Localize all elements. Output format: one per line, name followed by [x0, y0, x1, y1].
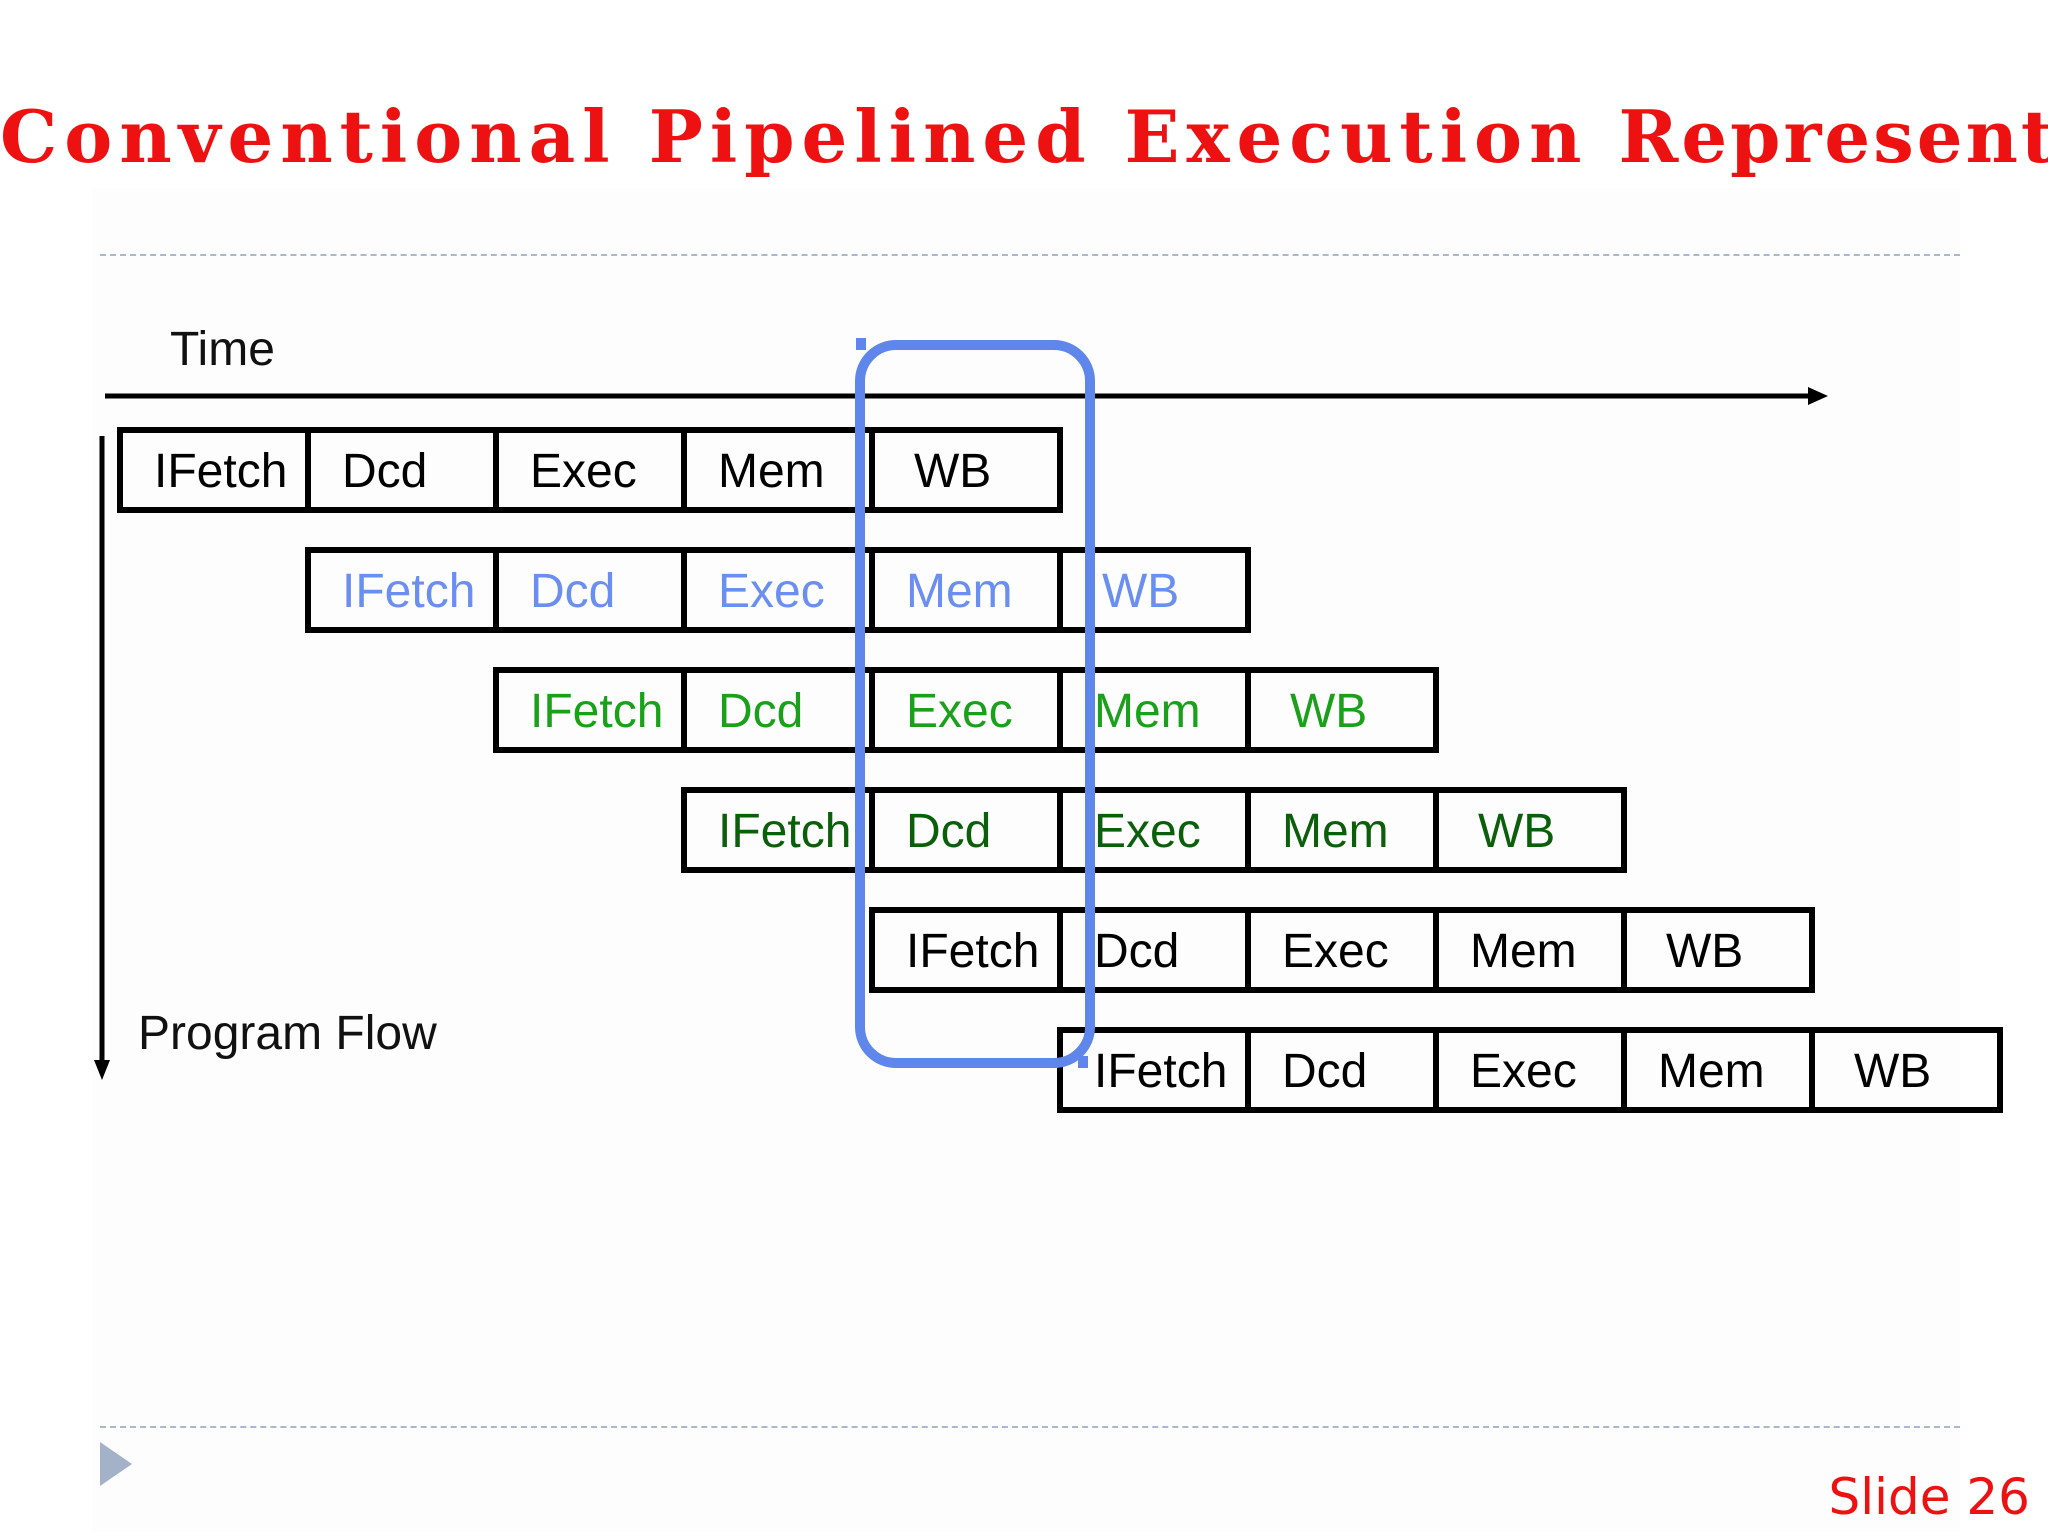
stage-label-dcd: Dcd [342, 445, 427, 498]
stage-label-wb: WB [1478, 805, 1555, 858]
instruction-row: IFetch Dcd Exec Mem WB [493, 667, 1439, 753]
stage-label-wb: WB [914, 445, 991, 498]
stage-label-ifetch: IFetch [718, 805, 851, 858]
stage-label-dcd: Dcd [1094, 925, 1179, 978]
stage-label-ifetch: IFetch [1094, 1045, 1227, 1098]
axes-arrows [94, 387, 1828, 1080]
stage-box [1245, 667, 1439, 753]
stage-label-dcd: Dcd [906, 805, 991, 858]
stage-label-mem: Mem [1658, 1045, 1765, 1098]
program-flow-axis-arrowhead [94, 1060, 110, 1080]
stage-label-wb: WB [1102, 565, 1179, 618]
stage-label-dcd: Dcd [718, 685, 803, 738]
stage-label-exec: Exec [718, 565, 825, 618]
stage-label-exec: Exec [906, 685, 1013, 738]
top-dashed-rule [100, 254, 1960, 256]
stage-box [869, 427, 1063, 513]
stage-label-mem: Mem [1094, 685, 1201, 738]
instruction-row: IFetch Dcd Exec Mem WB [1057, 1027, 2003, 1113]
stage-box [1433, 787, 1627, 873]
stage-label-ifetch: IFetch [154, 445, 287, 498]
stage-label-mem: Mem [1470, 925, 1577, 978]
stage-label-ifetch: IFetch [342, 565, 475, 618]
stage-label-dcd: Dcd [530, 565, 615, 618]
instruction-row: IFetch Dcd Exec Mem WB [869, 907, 1815, 993]
stage-label-mem: Mem [1282, 805, 1389, 858]
stage-label-wb: WB [1854, 1045, 1931, 1098]
stage-label-wb: WB [1290, 685, 1367, 738]
highlight-handle [856, 338, 866, 350]
stage-box [1621, 907, 1815, 993]
cycle-highlight [855, 340, 1095, 1068]
title-part-regular: Representation [1618, 94, 2048, 179]
stage-label-exec: Exec [1094, 805, 1201, 858]
content-background [92, 188, 1960, 1532]
slide-title: Conventional Pipelined Execution Represe… [0, 92, 2048, 182]
highlight-layer [855, 338, 1095, 1068]
time-label: Time [170, 323, 275, 376]
instruction-row: IFetch Dcd Exec Mem WB [681, 787, 1627, 873]
slide-number: Slide 26 [1828, 1468, 2030, 1526]
stage-label-exec: Exec [1282, 925, 1389, 978]
time-axis-arrowhead [1808, 387, 1828, 405]
stage-label-ifetch: IFetch [530, 685, 663, 738]
stage-box [1057, 547, 1251, 633]
stage-label-exec: Exec [530, 445, 637, 498]
stage-label-mem: Mem [906, 565, 1013, 618]
stage-label-wb: WB [1666, 925, 1743, 978]
bottom-dashed-rule [100, 1426, 1960, 1428]
highlight-handle [1078, 1056, 1088, 1068]
stage-box [1809, 1027, 2003, 1113]
stage-label-mem: Mem [718, 445, 825, 498]
instruction-row: IFetch Dcd Exec Mem WB [305, 547, 1251, 633]
stage-label-ifetch: IFetch [906, 925, 1039, 978]
program-flow-label: Program Flow [138, 1007, 437, 1060]
instruction-row: IFetch Dcd Exec Mem WB [117, 427, 1063, 513]
stage-label-exec: Exec [1470, 1045, 1577, 1098]
triangle-right-icon [100, 1442, 132, 1486]
title-part-bold: Conventional Pipelined Execution [0, 94, 1589, 179]
stage-label-dcd: Dcd [1282, 1045, 1367, 1098]
